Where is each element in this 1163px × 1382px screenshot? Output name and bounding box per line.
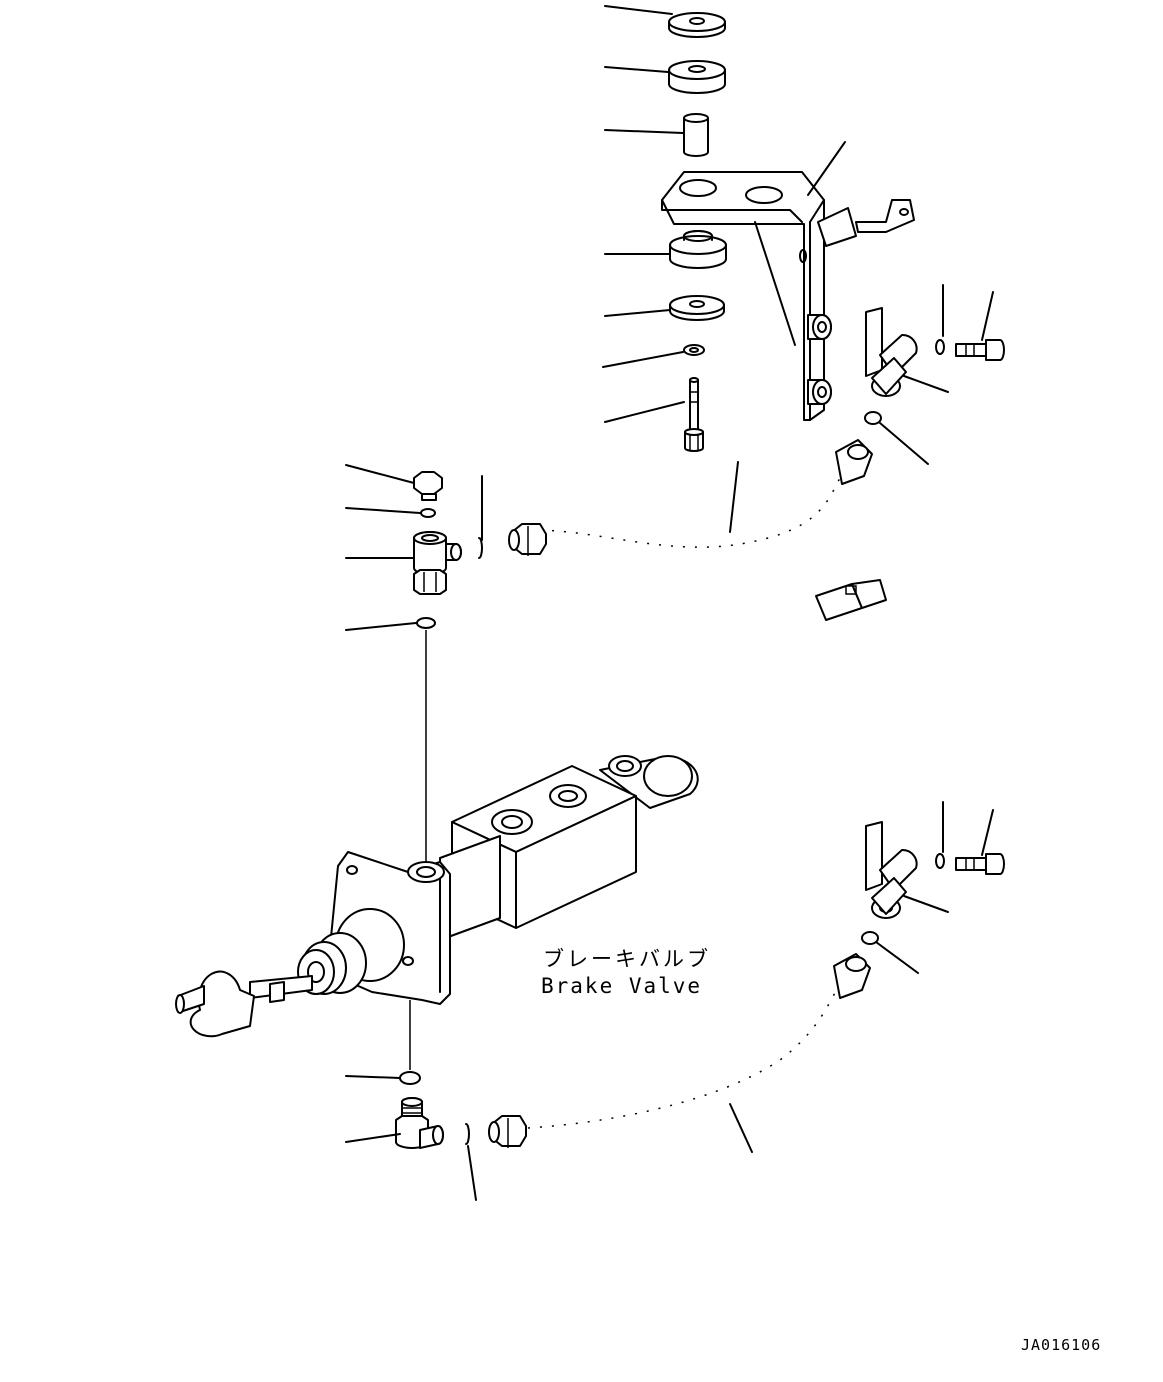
assembly-label: ブレーキバルブ Brake Valve [541, 947, 711, 998]
assembly-label-en: Brake Valve [541, 974, 702, 998]
mounting-bracket [661, 171, 915, 421]
leader-lines-stack [602, 5, 685, 423]
upper-bulkhead-fitting [864, 307, 1005, 425]
bolt-vertical [684, 377, 704, 452]
rubber-mount [669, 230, 727, 269]
leader-lines-lower-fitting [875, 801, 994, 974]
lower-brake-hose [488, 953, 871, 1148]
leader-lines-elbow [345, 1075, 477, 1201]
collar [683, 113, 709, 157]
tee-fitting-group [413, 471, 483, 629]
mount-stack [668, 12, 727, 452]
switch-wire-harness [471, 579, 887, 777]
upper-brake-hose [508, 439, 873, 556]
leader-lines-tee [345, 464, 483, 868]
washer-lower [669, 295, 725, 321]
drawing-code: JA016106 [1021, 1336, 1101, 1354]
rubber-washer [668, 60, 726, 94]
brake-valve-body [175, 755, 699, 1038]
spring-washer [683, 344, 705, 356]
leader-bracket [807, 141, 846, 196]
leader-upper-hose [729, 461, 739, 533]
assembly-label-jp: ブレーキバルブ [543, 947, 711, 971]
lower-elbow-group [395, 1071, 470, 1149]
leader-lower-hose [729, 1103, 753, 1153]
washer-top [668, 12, 726, 38]
leader-lines-upper-fitting [879, 284, 994, 465]
lower-bulkhead-fitting [861, 821, 1005, 945]
